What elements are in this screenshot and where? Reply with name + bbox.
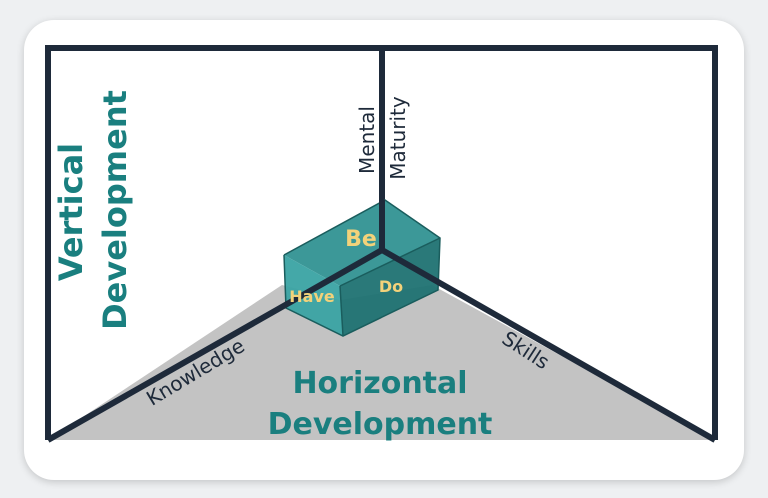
cube-front-edge	[339, 285, 344, 337]
outer-frame	[45, 45, 718, 440]
vertical-development-label-1: Vertical	[52, 143, 90, 281]
horizontal-development-label-2: Development	[268, 407, 493, 442]
floor-plane	[48, 285, 715, 440]
cube-top-edge	[339, 237, 441, 287]
be-have-do-cube	[283, 199, 441, 337]
horizontal-development-label-1: Horizontal	[292, 366, 467, 401]
mental-label: Mental	[355, 106, 379, 174]
vertical-development-label-2: Development	[96, 90, 134, 330]
be-label: Be	[345, 227, 377, 252]
knowledge-axis-line	[46, 247, 384, 443]
cube-front-face	[284, 255, 343, 336]
cube-side-face	[340, 238, 440, 336]
skills-axis-line	[380, 247, 717, 443]
do-label: Do	[379, 277, 403, 296]
have-label: Have	[289, 287, 335, 306]
maturity-label: Maturity	[386, 96, 410, 180]
cube-top-face	[284, 200, 440, 286]
